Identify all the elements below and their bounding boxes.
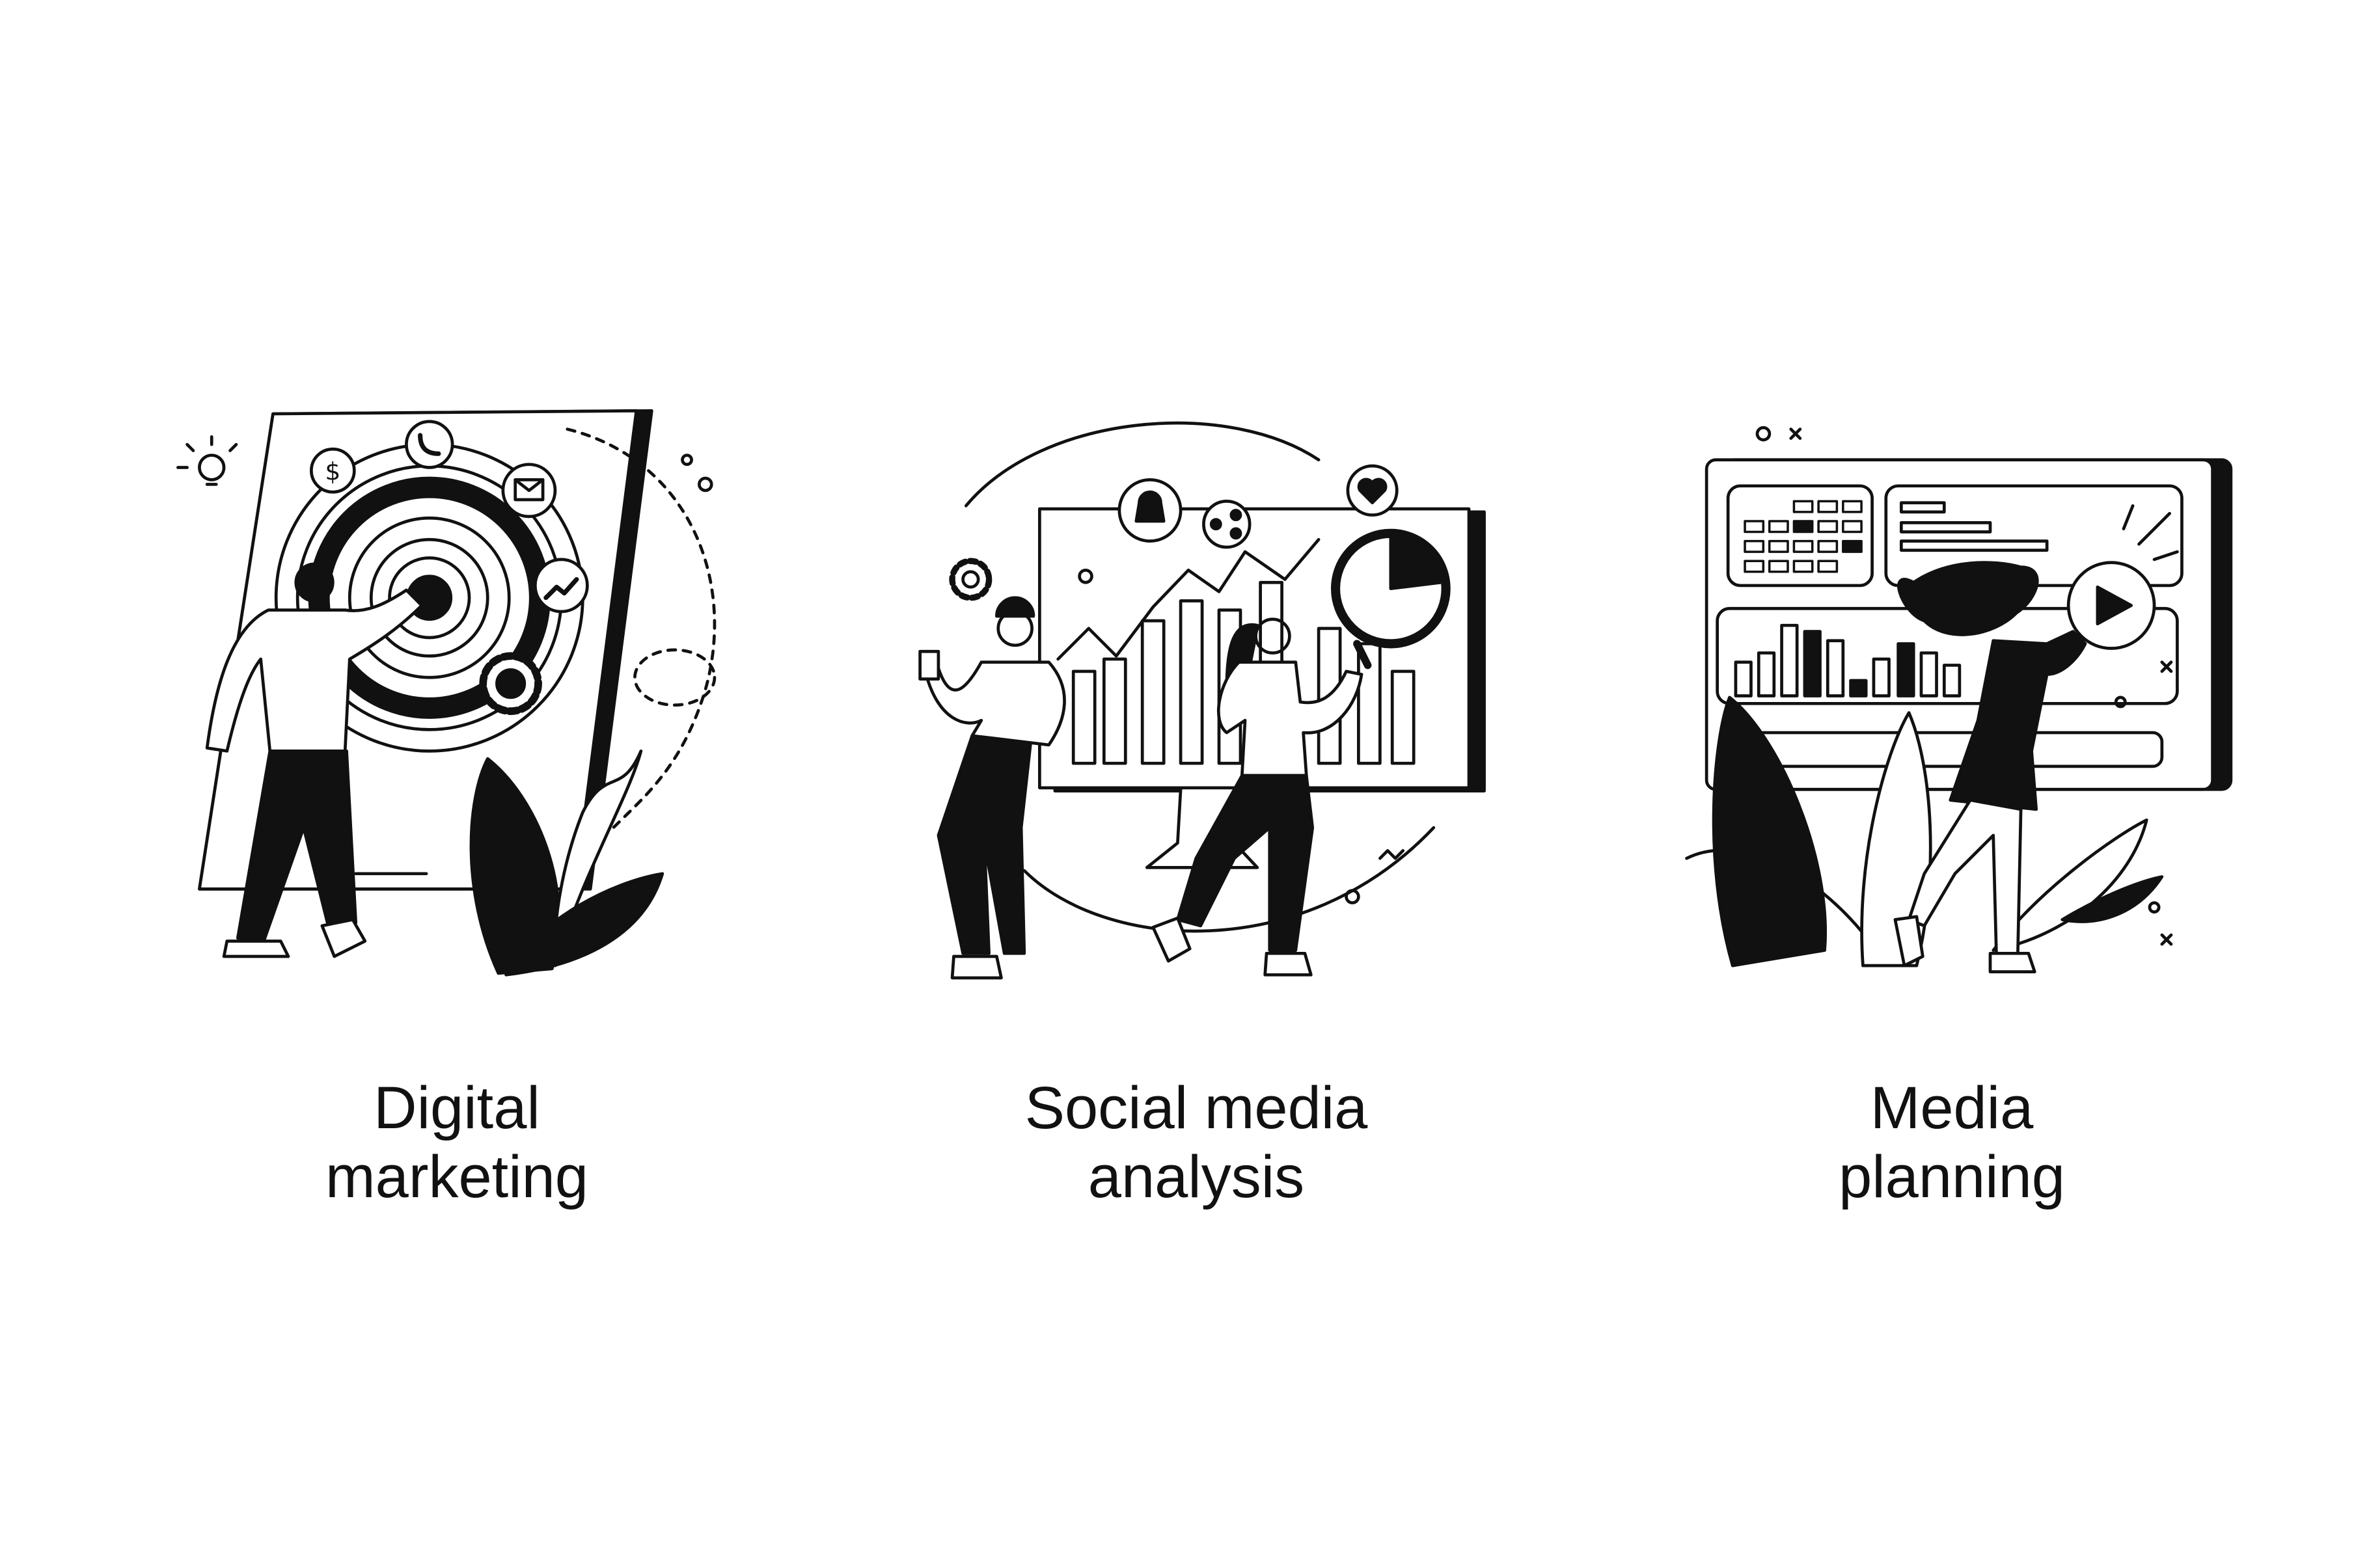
caption-digital-marketing: Digital marketing (164, 1074, 750, 1211)
calendar-grid-icon (1726, 484, 1874, 588)
caption-line-1: Media (1870, 1075, 2034, 1141)
gear-icon (479, 652, 542, 715)
lightbulb-icon (176, 435, 238, 486)
caption-social-media-analysis: Social media analysis (903, 1074, 1489, 1211)
caption-media-planning: Media planning (1659, 1074, 2245, 1211)
woman-figure (1893, 561, 2087, 973)
caption-line-1: Social media (1024, 1075, 1368, 1141)
share-icon (1202, 499, 1252, 549)
gear-icon (949, 558, 993, 601)
magnifier-icon (1330, 528, 1451, 669)
caption-line-2: marketing (325, 1144, 588, 1210)
dollar-icon: $ (310, 447, 356, 494)
play-icon (2066, 561, 2156, 650)
caption-line-2: planning (1839, 1144, 2065, 1210)
svg-text:$: $ (325, 457, 340, 485)
mail-icon (501, 463, 557, 519)
bell-icon (1117, 478, 1183, 543)
bar-chart-icon (1734, 623, 1962, 697)
social-media-analysis-illustration (918, 421, 1486, 980)
man-with-phone-figure (918, 596, 1066, 980)
trend-up-icon (533, 558, 589, 614)
digital-marketing-illustration: $ (176, 409, 717, 977)
caption-line-2: analysis (1088, 1144, 1305, 1210)
man-figure (205, 562, 424, 958)
heart-icon (1346, 464, 1399, 517)
media-planning-illustration (1685, 426, 2233, 973)
woman-with-magnifier-figure (1151, 617, 1363, 977)
phone-icon (405, 420, 454, 469)
caption-line-1: Digital (374, 1075, 540, 1141)
